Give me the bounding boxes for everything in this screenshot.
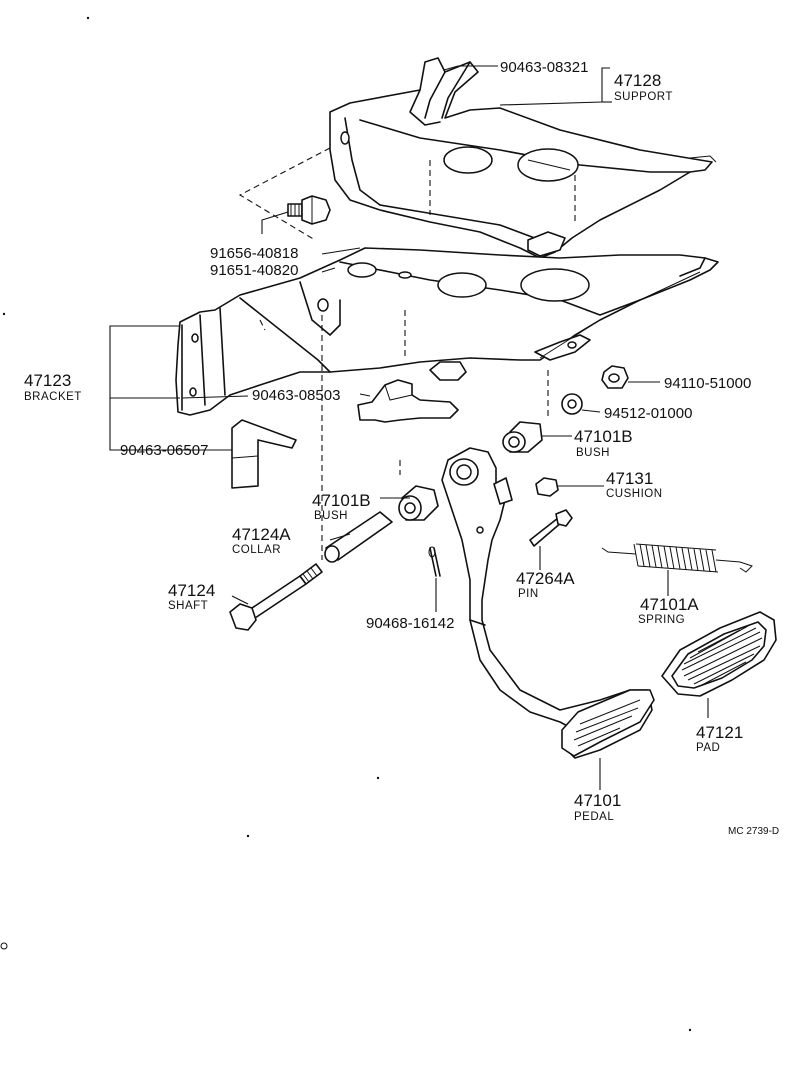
label-47121: 47121 xyxy=(696,723,743,742)
scan-specks xyxy=(0,16,692,1032)
label-47124A: 47124A xyxy=(232,525,291,544)
bush-47101B-lower xyxy=(398,485,439,521)
label-pedal: PEDAL xyxy=(574,811,614,823)
bracket-part-47123 xyxy=(175,247,719,416)
label-47101A: 47101A xyxy=(640,595,699,614)
label-47101B-lower: 47101B xyxy=(312,491,371,510)
label-91651-40820: 91651-40820 xyxy=(210,262,298,279)
label-94110-51000: 94110-51000 xyxy=(664,375,751,392)
spring-47101A xyxy=(601,543,753,573)
label-47128: 47128 xyxy=(614,71,661,90)
label-cushion: CUSHION xyxy=(606,488,663,500)
label-47101B-upper: 47101B xyxy=(574,427,633,446)
label-support: SUPPORT xyxy=(614,91,673,103)
bolt-91656 xyxy=(287,195,331,225)
collar-47124A xyxy=(324,511,393,563)
leader-lines xyxy=(109,65,709,790)
label-47123: 47123 xyxy=(24,371,71,390)
label-47101: 47101 xyxy=(574,791,621,810)
clip-90463-06507 xyxy=(231,419,297,489)
label-bush-lower: BUSH xyxy=(314,510,348,522)
label-91656-40818: 91656-40818 xyxy=(210,245,298,262)
label-47264A: 47264A xyxy=(516,569,575,588)
label-90463-06507: 90463-06507 xyxy=(120,442,208,459)
label-shaft: SHAFT xyxy=(168,600,208,612)
shaft-47124 xyxy=(229,563,323,631)
washer-94512 xyxy=(561,393,583,415)
assembly-line xyxy=(238,147,331,241)
cotter-pin-90468 xyxy=(428,546,441,577)
label-47124: 47124 xyxy=(168,581,215,600)
support-part-47128 xyxy=(329,57,717,259)
label-pad: PAD xyxy=(696,742,720,754)
bush-47101B-upper xyxy=(502,421,543,453)
label-spring: SPRING xyxy=(638,614,685,626)
label-47131: 47131 xyxy=(606,469,653,488)
label-90463-08503: 90463-08503 xyxy=(252,387,340,404)
label-bush-upper: BUSH xyxy=(576,447,610,459)
pedal-47101 xyxy=(441,447,655,759)
nut-94110 xyxy=(601,365,629,389)
label-94512-01000: 94512-01000 xyxy=(604,405,692,422)
pad-47121 xyxy=(661,611,777,697)
label-90468-16142: 90468-16142 xyxy=(366,615,454,632)
label-bracket: BRACKET xyxy=(24,391,82,403)
pin-47264A xyxy=(529,509,573,547)
clip-90463-08503 xyxy=(357,379,459,423)
label-collar: COLLAR xyxy=(232,544,281,556)
cushion-47131 xyxy=(535,477,559,497)
label-pin: PIN xyxy=(518,588,539,600)
drawing-code: MC 2739-D xyxy=(728,826,779,837)
label-90463-08321: 90463-08321 xyxy=(500,59,588,76)
